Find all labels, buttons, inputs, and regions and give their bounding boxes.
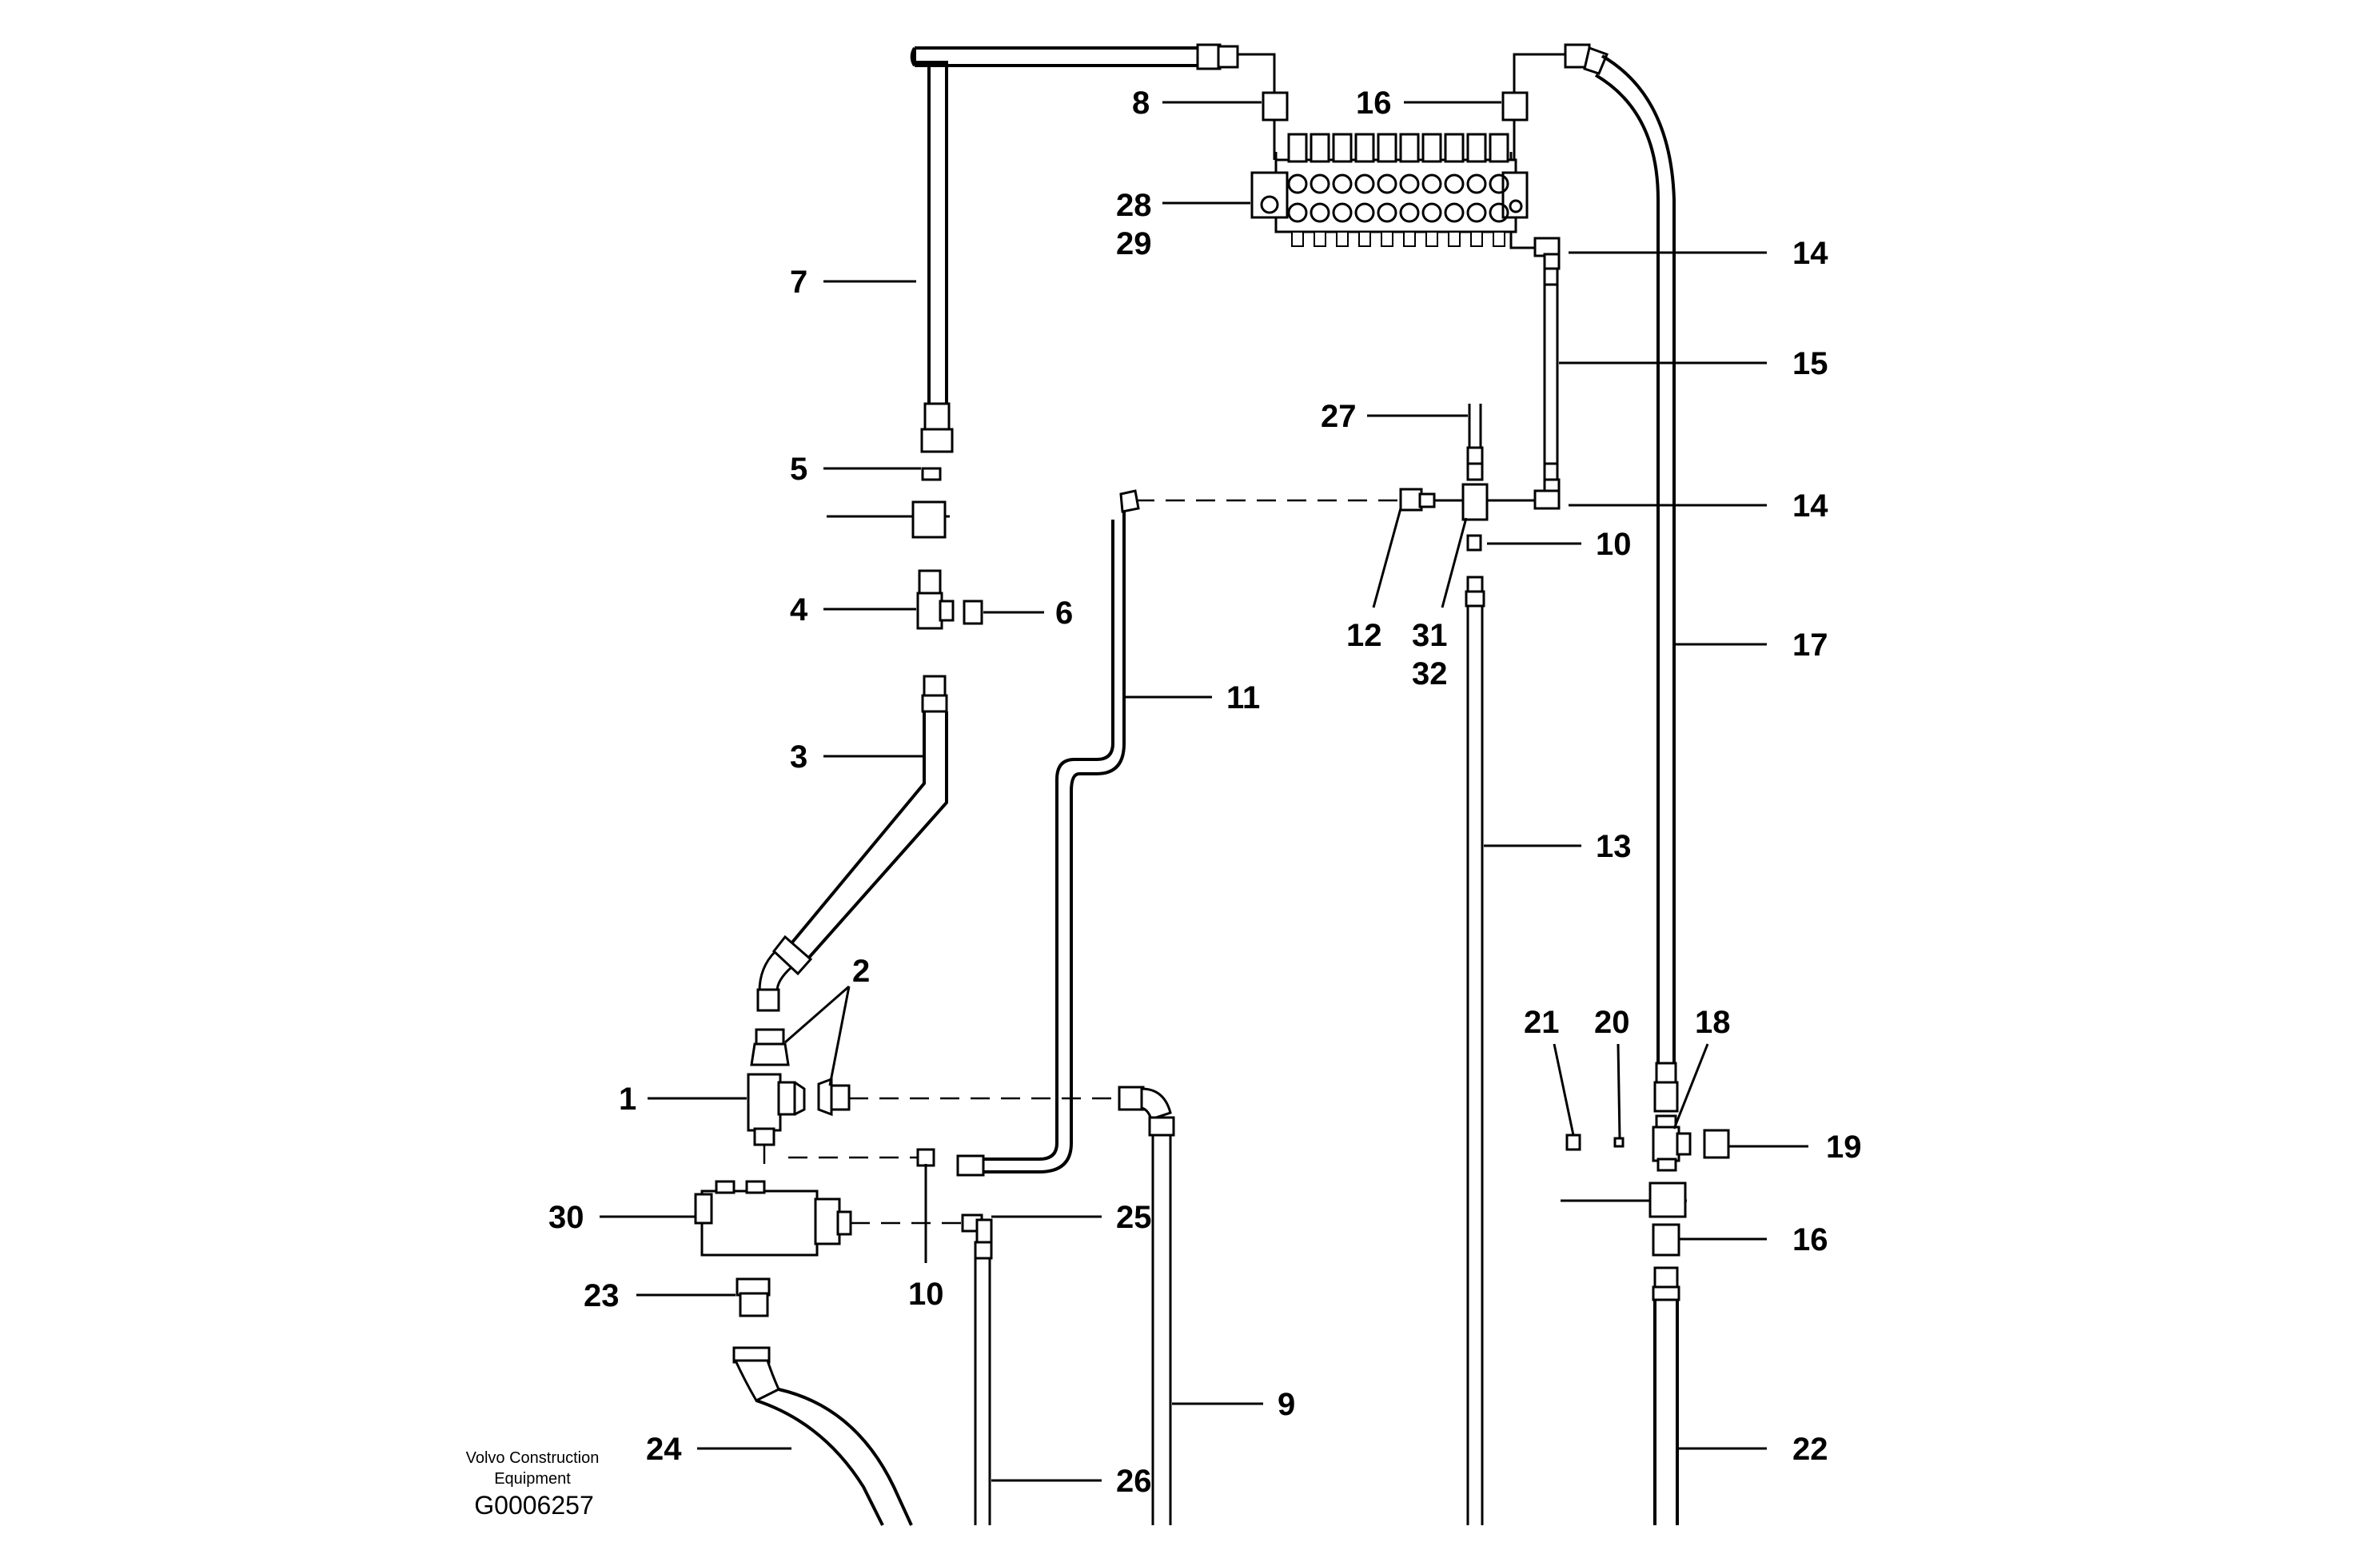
cap-19 (1703, 1129, 1730, 1159)
callout-16-top: 16 (1356, 86, 1392, 121)
callout-30: 30 (548, 1200, 584, 1235)
drawing-code: G0006257 (474, 1491, 593, 1520)
callout-12: 12 (1346, 618, 1382, 653)
callout-6: 6 (1055, 596, 1073, 631)
callout-28: 28 (1116, 188, 1152, 223)
fitting-8 (1238, 53, 1289, 160)
callout-4: 4 (790, 592, 808, 628)
callout-19: 19 (1826, 1130, 1862, 1165)
callout-17: 17 (1792, 628, 1828, 663)
fitting-12 (1399, 488, 1463, 512)
callout-22: 22 (1792, 1432, 1828, 1467)
hose-3 (756, 675, 948, 1012)
callout-8: 8 (1132, 86, 1150, 121)
clamp (827, 500, 950, 539)
callout-10-right: 10 (1596, 527, 1632, 562)
callout-26: 26 (1116, 1464, 1152, 1499)
clamp-bottom (1561, 1181, 1687, 1218)
callout-11: 11 (1226, 680, 1260, 715)
hose-11 (956, 489, 1140, 1177)
elbow-14-top (1509, 232, 1561, 270)
fitting-2-left (750, 1028, 790, 1066)
company-line-2: Equipment (494, 1470, 571, 1488)
callout-15: 15 (1792, 346, 1828, 381)
hose-24 (732, 1346, 913, 1526)
hose-27 (1466, 404, 1484, 481)
fitting-5 (921, 467, 942, 481)
callout-2: 2 (852, 954, 870, 989)
fitting-23 (736, 1277, 771, 1317)
hose-22 (1652, 1266, 1680, 1525)
fitting-2-right (817, 1077, 851, 1117)
control-valve-block (1250, 133, 1529, 247)
tee-fitting-18 (1652, 1114, 1692, 1172)
callout-14-bottom: 14 (1792, 488, 1828, 524)
callout-25: 25 (1116, 1200, 1152, 1235)
company-line-1: Volvo Construction (466, 1449, 600, 1467)
callout-16-bottom: 16 (1792, 1222, 1828, 1257)
callout-18: 18 (1695, 1005, 1731, 1040)
valve-1 (747, 1073, 806, 1146)
tee-fitting-4 (916, 569, 955, 630)
callout-20: 20 (1594, 1005, 1630, 1040)
elbow-14-bottom (1503, 478, 1561, 510)
fitting-10-left (916, 1148, 935, 1167)
callout-21: 21 (1524, 1005, 1560, 1040)
callout-32: 32 (1412, 656, 1448, 691)
fitting-10-right (1466, 534, 1482, 552)
elbow-25 (961, 1213, 993, 1245)
tee-31-32 (1461, 483, 1503, 521)
callout-29: 29 (1116, 226, 1152, 261)
callout-13: 13 (1596, 829, 1632, 864)
fitting-16-top (1501, 53, 1567, 160)
callout-7: 7 (790, 265, 807, 300)
hose-26 (974, 1241, 993, 1525)
callout-14-top: 14 (1792, 236, 1828, 271)
drawing-footer: Volvo Construction Equipment G0006257 (466, 1449, 600, 1520)
dashed-link-valve-10 (788, 1156, 919, 1159)
callout-31: 31 (1412, 618, 1448, 653)
cap-6 (963, 600, 983, 625)
callout-9: 9 (1278, 1387, 1295, 1422)
hose-7 (910, 43, 1239, 453)
leader-lines (600, 101, 1808, 1482)
hose-17 (1564, 43, 1679, 1113)
fitting-21 (1565, 1134, 1581, 1151)
hose-9 (1118, 1086, 1175, 1525)
fitting-20 (1613, 1137, 1625, 1148)
callout-1: 1 (619, 1082, 636, 1117)
fitting-16-bottom (1652, 1223, 1680, 1257)
callout-5: 5 (790, 452, 807, 487)
hose-15 (1543, 267, 1559, 481)
pressure-valve-30 (694, 1180, 852, 1257)
callout-24: 24 (646, 1432, 682, 1467)
callout-27: 27 (1321, 399, 1357, 434)
valve-sections (1287, 133, 1509, 247)
callout-23: 23 (584, 1278, 620, 1313)
callout-3: 3 (790, 739, 807, 775)
callout-10-left: 10 (908, 1277, 944, 1312)
callout-labels: 8 16 28 29 14 7 15 27 5 14 10 4 6 12 31 … (548, 86, 1862, 1499)
hose-13 (1465, 576, 1485, 1525)
